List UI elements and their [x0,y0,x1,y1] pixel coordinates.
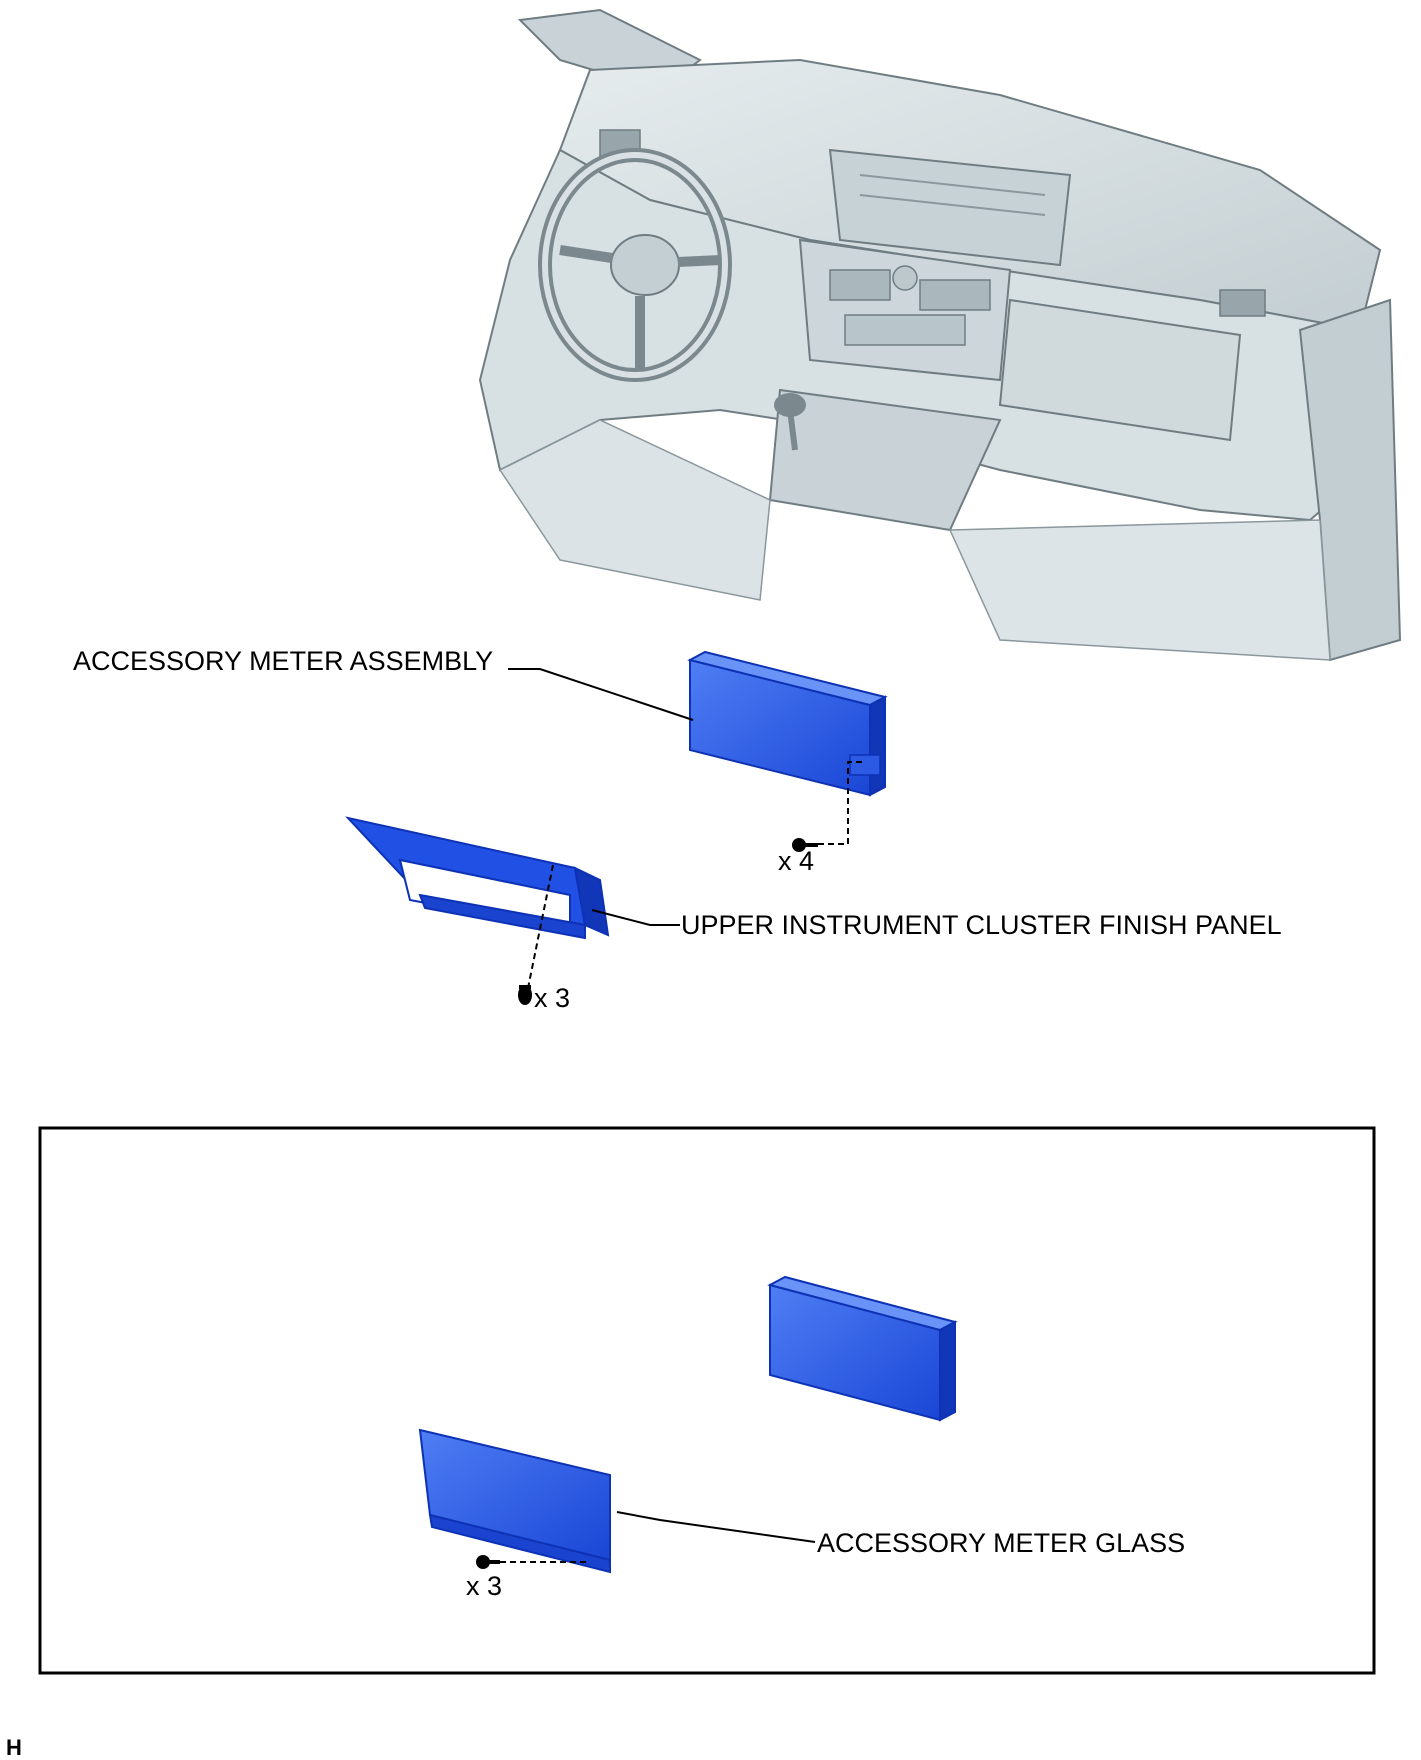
clip-icon [518,985,532,1005]
screw-icon [476,1555,500,1569]
label-upper-instrument-cluster-finish-panel: UPPER INSTRUMENT CLUSTER FINISH PANEL [681,910,1282,940]
door-panel [1298,298,1402,662]
leader-meter-assembly [508,668,694,721]
leader-meter-glass [616,1511,816,1543]
dashed-line-meter-screw [818,761,862,845]
detail-frame [38,1126,1376,1675]
accessory-meter-assembly-part [687,650,888,797]
accessory-meter-part-lower [767,1275,958,1422]
label-accessory-meter-glass: ACCESSORY METER GLASS [817,1528,1186,1558]
upper-instrument-cluster-finish-panel-part [345,816,610,940]
screw-icon [792,838,818,852]
dashed-line-panel-clip [526,864,554,994]
accessory-meter-glass-part [418,1428,611,1574]
steering-wheel [538,148,732,382]
label-screw-count-glass: x 3 [466,1571,503,1601]
figure-corner-mark: H [6,1735,22,1760]
label-accessory-meter-assembly: ACCESSORY METER ASSEMBLY [73,646,494,676]
label-clip-count-panel: x 3 [534,983,571,1013]
label-screw-count-meter: x 4 [778,846,815,876]
glove-box [998,298,1242,442]
dashboard-illustration [478,8,1402,662]
leader-finish-panel [591,909,680,926]
floor [498,419,771,601]
